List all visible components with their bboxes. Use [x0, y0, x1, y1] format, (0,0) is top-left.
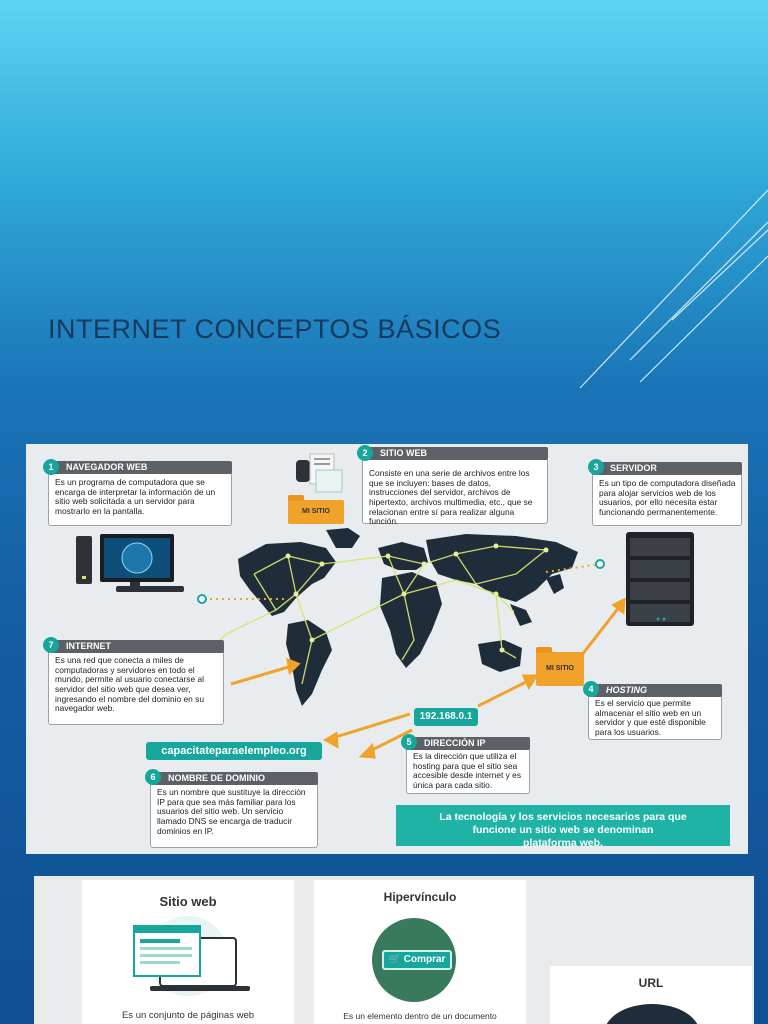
card-navegador-number: 1 [43, 459, 59, 475]
card-internet-title: INTERNET [48, 640, 224, 653]
card-hosting-title: HOSTING [588, 684, 722, 697]
url-circle [604, 1004, 700, 1024]
card-dominio-title: NOMBRE DE DOMINIO [150, 772, 318, 785]
card-sitio: Consiste en una serie de archivos entre … [362, 458, 548, 527]
card-hipervinculo: Hipervínculo 🛒 Comprar Es un elemento de… [314, 880, 526, 1024]
folder-label-top: MI SITIO [302, 508, 330, 515]
card-sitio-number: 2 [357, 445, 373, 461]
card-direccion: Es la dirección que utiliza el hosting p… [406, 746, 530, 794]
ip-address-pill: 192.168.0.1 [414, 708, 478, 726]
card-hosting-number: 4 [583, 681, 599, 697]
folder-icon: MI SITIO [288, 495, 344, 524]
card-servidor-text: Es un tipo de computadora diseñada para … [599, 478, 736, 517]
card-servidor-title: SERVIDOR [592, 462, 742, 475]
card-sitio-web-text: Es un conjunto de páginas web [121, 1010, 255, 1021]
bottom-strip: Sitio web Es un conjunto de páginas web … [34, 876, 754, 1024]
card-sitio-title: SITIO WEB [362, 447, 548, 460]
banner-line-3: plataforma web. [523, 837, 603, 849]
card-dominio-text: Es un nombre que sustituye la dirección … [157, 787, 306, 836]
comprar-button[interactable]: 🛒 Comprar [382, 950, 452, 970]
card-url-title: URL [638, 976, 664, 990]
card-sitio-web-title: Sitio web [159, 894, 217, 909]
card-servidor-number: 3 [588, 459, 604, 475]
card-internet-number: 7 [43, 637, 59, 653]
card-url: URL [550, 966, 752, 1024]
browser-window-icon [133, 916, 250, 996]
database-icon [296, 453, 343, 493]
card-dominio: Es un nombre que sustituye la dirección … [150, 782, 318, 848]
card-navegador-title: NAVEGADOR WEB [48, 461, 232, 474]
slide-title: INTERNET CONCEPTOS BÁSICOS [48, 314, 502, 344]
card-dominio-number: 6 [145, 769, 161, 785]
card-hipervinculo-text: Es un elemento dentro de un documento [343, 1011, 497, 1021]
world-map-network [76, 453, 694, 759]
banner-line-2: funcione un sitio web se denominan [472, 824, 654, 836]
card-direccion-number: 5 [401, 734, 417, 750]
server-icon [626, 532, 694, 626]
platform-banner: La tecnología y los servicios necesarios… [396, 805, 730, 849]
computer-icon [76, 534, 184, 592]
card-navegador: Es un programa de computadora que se enc… [48, 470, 232, 526]
banner-line-1: La tecnología y los servicios necesarios… [439, 811, 687, 823]
card-direccion-title: DIRECCIÓN IP [406, 737, 530, 750]
card-sitio-web: Sitio web Es un conjunto de páginas web [82, 880, 294, 1024]
comprar-button-label: Comprar [403, 954, 446, 965]
domain-pill: capacitateparaelempleo.org [146, 742, 322, 760]
card-servidor: Es un tipo de computadora diseñada para … [592, 472, 742, 526]
card-hipervinculo-title: Hipervínculo [383, 890, 457, 904]
folder-icon: MI SITIO [536, 647, 584, 686]
card-navegador-text: Es un programa de computadora que se enc… [55, 477, 216, 516]
card-sitio-text: Consiste en una serie de archivos entre … [369, 468, 533, 527]
card-hosting-text: Es el servicio que permite almacenar el … [595, 698, 706, 737]
card-internet: Es una red que conecta a miles de comput… [48, 649, 224, 725]
card-internet-text: Es una red que conecta a miles de comput… [55, 655, 204, 714]
decorative-lines [579, 189, 768, 389]
folder-label-right: MI SITIO [546, 665, 574, 672]
card-hosting: Es el servicio que permite almacenar el … [588, 694, 722, 740]
card-direccion-text: Es la dirección que utiliza el hosting p… [413, 751, 522, 790]
cart-icon: 🛒 [388, 954, 401, 965]
infographic-panel: Es un programa de computadora que se enc… [26, 444, 748, 854]
